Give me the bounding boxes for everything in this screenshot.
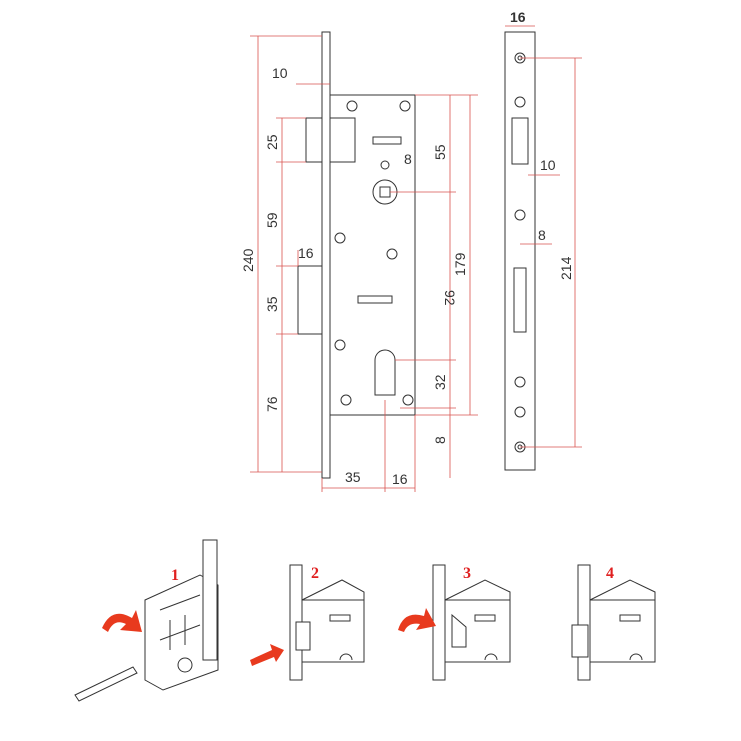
dim-bolt-offset: 10 xyxy=(272,65,288,81)
step-number-1: 1 xyxy=(171,567,179,584)
lock-side-view xyxy=(297,31,416,479)
dim-strike-slot: 10 xyxy=(540,157,556,173)
step-3-illustration: 3 xyxy=(398,564,511,681)
dim-bottom-to-bolt: 76 xyxy=(264,396,280,412)
dim-bottom-offset: 8 xyxy=(432,436,448,444)
dimension-labels-left: 10 25 59 240 16 35 76 55 8 92 179 32 8 3… xyxy=(240,65,468,487)
dim-handle-square: 8 xyxy=(404,151,412,167)
faceplate-front xyxy=(504,31,536,471)
step-2-illustration: 2 xyxy=(250,564,365,681)
dim-bolt-throw: 16 xyxy=(298,245,314,261)
dim-total-height: 240 xyxy=(240,248,256,272)
pin-icon xyxy=(74,666,138,702)
step-number-4: 4 xyxy=(606,565,614,582)
cylinder-hole xyxy=(374,349,396,396)
dead-bolt xyxy=(297,265,323,335)
dimension-lines-right xyxy=(505,25,582,448)
push-arrow-icon xyxy=(250,644,284,666)
step-1-illustration: 1 xyxy=(74,539,219,702)
step-4-illustration: 4 xyxy=(571,564,656,681)
rotate-arrow-icon xyxy=(102,610,142,632)
dim-body-height: 179 xyxy=(452,252,468,276)
dim-bolt-height: 35 xyxy=(264,296,280,312)
dim-latch-to-bolt: 59 xyxy=(264,212,280,228)
dim-backset: 35 xyxy=(345,469,361,485)
dim-strike-height: 214 xyxy=(558,256,574,280)
step-number-3: 3 xyxy=(463,565,471,582)
latch-bolt xyxy=(305,117,323,163)
dim-faceplate-width: 16 xyxy=(510,9,526,25)
dimension-lines-left xyxy=(250,35,478,492)
dim-cylinder-offset: 16 xyxy=(392,471,408,487)
step-number-2: 2 xyxy=(311,565,319,582)
dim-strike-offset: 8 xyxy=(538,227,546,243)
dim-top-to-handle: 55 xyxy=(432,144,448,160)
faceplate-side xyxy=(321,31,331,479)
rotate-arrow-icon xyxy=(398,608,436,632)
dim-cylinder-height: 32 xyxy=(432,374,448,390)
dim-latch-height: 25 xyxy=(264,134,280,150)
dim-handle-to-cylinder: 92 xyxy=(442,290,458,306)
